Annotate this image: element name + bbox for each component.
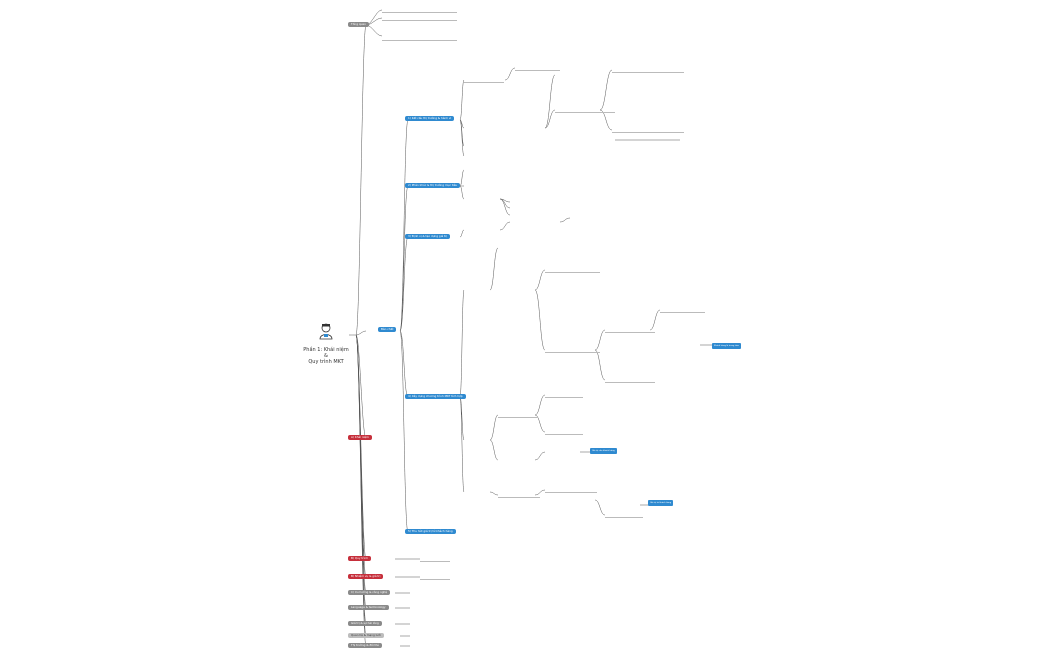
branch-language[interactable]: Language & terminology — [348, 605, 389, 611]
branch-ban-chat[interactable]: Bản chất — [378, 327, 397, 333]
text-block-line — [605, 517, 643, 518]
callout-gia-tri-cho: Giá trị cho khách hàng — [590, 448, 617, 454]
text-block-line — [515, 70, 560, 71]
person-icon — [319, 323, 333, 340]
sub-thu-hut[interactable]: 5) Thu hút giá trị từ khách hàng — [405, 529, 456, 535]
sub-dinh-vi[interactable]: 3) Định vị & tạo dựng giá trị — [405, 234, 451, 240]
text-block-line — [545, 352, 600, 353]
text-block-line — [464, 82, 504, 83]
sub-phan-khuc[interactable]: 2) Phân khúc & thị trường mục tiêu — [405, 183, 461, 189]
text-block-line — [545, 272, 600, 273]
text-block-line — [498, 417, 538, 418]
text-block-line — [605, 332, 655, 333]
text-block-line — [545, 434, 583, 435]
branch-quy-trinh[interactable]: B) Quy trình — [348, 556, 371, 562]
text-block-line — [545, 492, 597, 493]
text-block-line — [555, 112, 615, 113]
branch-khai-niem[interactable]: A) Khái niệm — [348, 435, 372, 441]
sub-chuong-trinh[interactable]: 4) Xây dựng chương trình MKT tích hợp — [405, 394, 466, 400]
callout-khach-hang: Khách hàng là trung tâm — [712, 343, 741, 349]
root-title: Phần 1: Khái niệm & Quy trình MKT — [303, 347, 349, 365]
text-block-line — [420, 561, 450, 562]
text-block-line — [420, 579, 450, 580]
text-block-line — [605, 382, 655, 383]
text-block-line — [612, 72, 684, 73]
branch-gia-tri[interactable]: Giá trị & sự hài lòng — [348, 621, 382, 627]
branch-nhiem-vu[interactable]: B) Nhiệm vụ & giá trị — [348, 574, 384, 580]
text-block-line — [545, 397, 583, 398]
root-node[interactable]: Phần 1: Khái niệm & Quy trình MKT — [303, 322, 349, 365]
branch-quan-he[interactable]: Quan hệ & mạng lưới — [348, 633, 384, 639]
branch-tong-quan[interactable]: Tổng quan — [348, 22, 369, 28]
callout-gia-tri-tu: Giá trị từ khách hàng — [648, 500, 674, 506]
branch-xu-huong[interactable]: C) Xu hướng & công nghệ — [348, 590, 391, 596]
text-block-line — [612, 132, 684, 133]
sub-ket-cau[interactable]: 1) Kết cấu thị trường & hành vi — [405, 116, 455, 122]
text-block-line — [660, 312, 705, 313]
branch-thi-truong[interactable]: Thị trường & đối thủ — [348, 643, 383, 649]
text-block-line — [382, 20, 457, 21]
text-block-line — [382, 40, 457, 41]
text-block-line — [382, 12, 457, 13]
text-block-line — [498, 497, 540, 498]
